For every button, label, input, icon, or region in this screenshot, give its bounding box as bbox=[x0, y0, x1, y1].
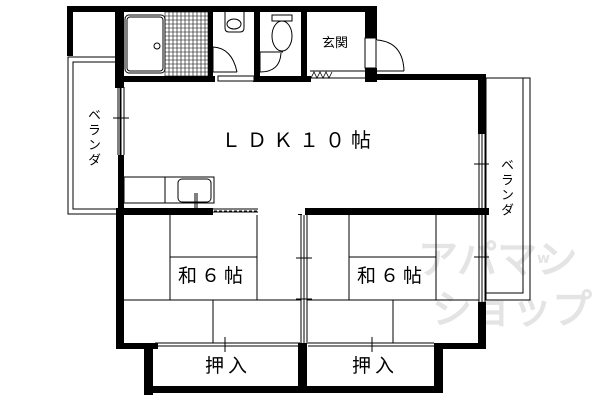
veranda-right bbox=[485, 77, 531, 301]
wall-service-block bbox=[115, 6, 486, 134]
washitsu-right-label: 和６帖 bbox=[357, 265, 427, 287]
washitsu-left-label: 和６帖 bbox=[178, 265, 248, 287]
wall-ldk bbox=[115, 82, 489, 215]
genkan-label: 玄関 bbox=[322, 36, 349, 51]
veranda-right-label: ベランダ bbox=[498, 158, 513, 218]
ldk-label: ＬＤＫ１０帖 bbox=[221, 128, 377, 152]
oshiire-right-label: 押入 bbox=[352, 355, 399, 377]
wall-oshiire bbox=[144, 343, 443, 395]
genkan bbox=[310, 37, 405, 79]
bath-tile bbox=[164, 11, 209, 77]
wall-washitsu bbox=[116, 208, 486, 349]
bathtub bbox=[124, 14, 166, 74]
watermark-small: w bbox=[537, 251, 550, 267]
window-right bbox=[474, 122, 489, 303]
tatami-left bbox=[124, 215, 301, 343]
wall-top-left bbox=[67, 6, 121, 56]
veranda-left bbox=[67, 56, 121, 215]
tatami-right bbox=[307, 215, 479, 343]
veranda-left-label: ベランダ bbox=[85, 108, 100, 168]
window-ldk-left bbox=[113, 87, 129, 155]
oshiire-left-label: 押入 bbox=[205, 355, 252, 377]
watermark-line2: ショップ bbox=[432, 287, 592, 333]
kitchen-counter bbox=[123, 176, 215, 209]
watermark-line1: アパマン bbox=[418, 237, 578, 283]
partition bbox=[296, 215, 312, 344]
washbasin bbox=[212, 12, 255, 82]
toilet bbox=[259, 14, 293, 73]
